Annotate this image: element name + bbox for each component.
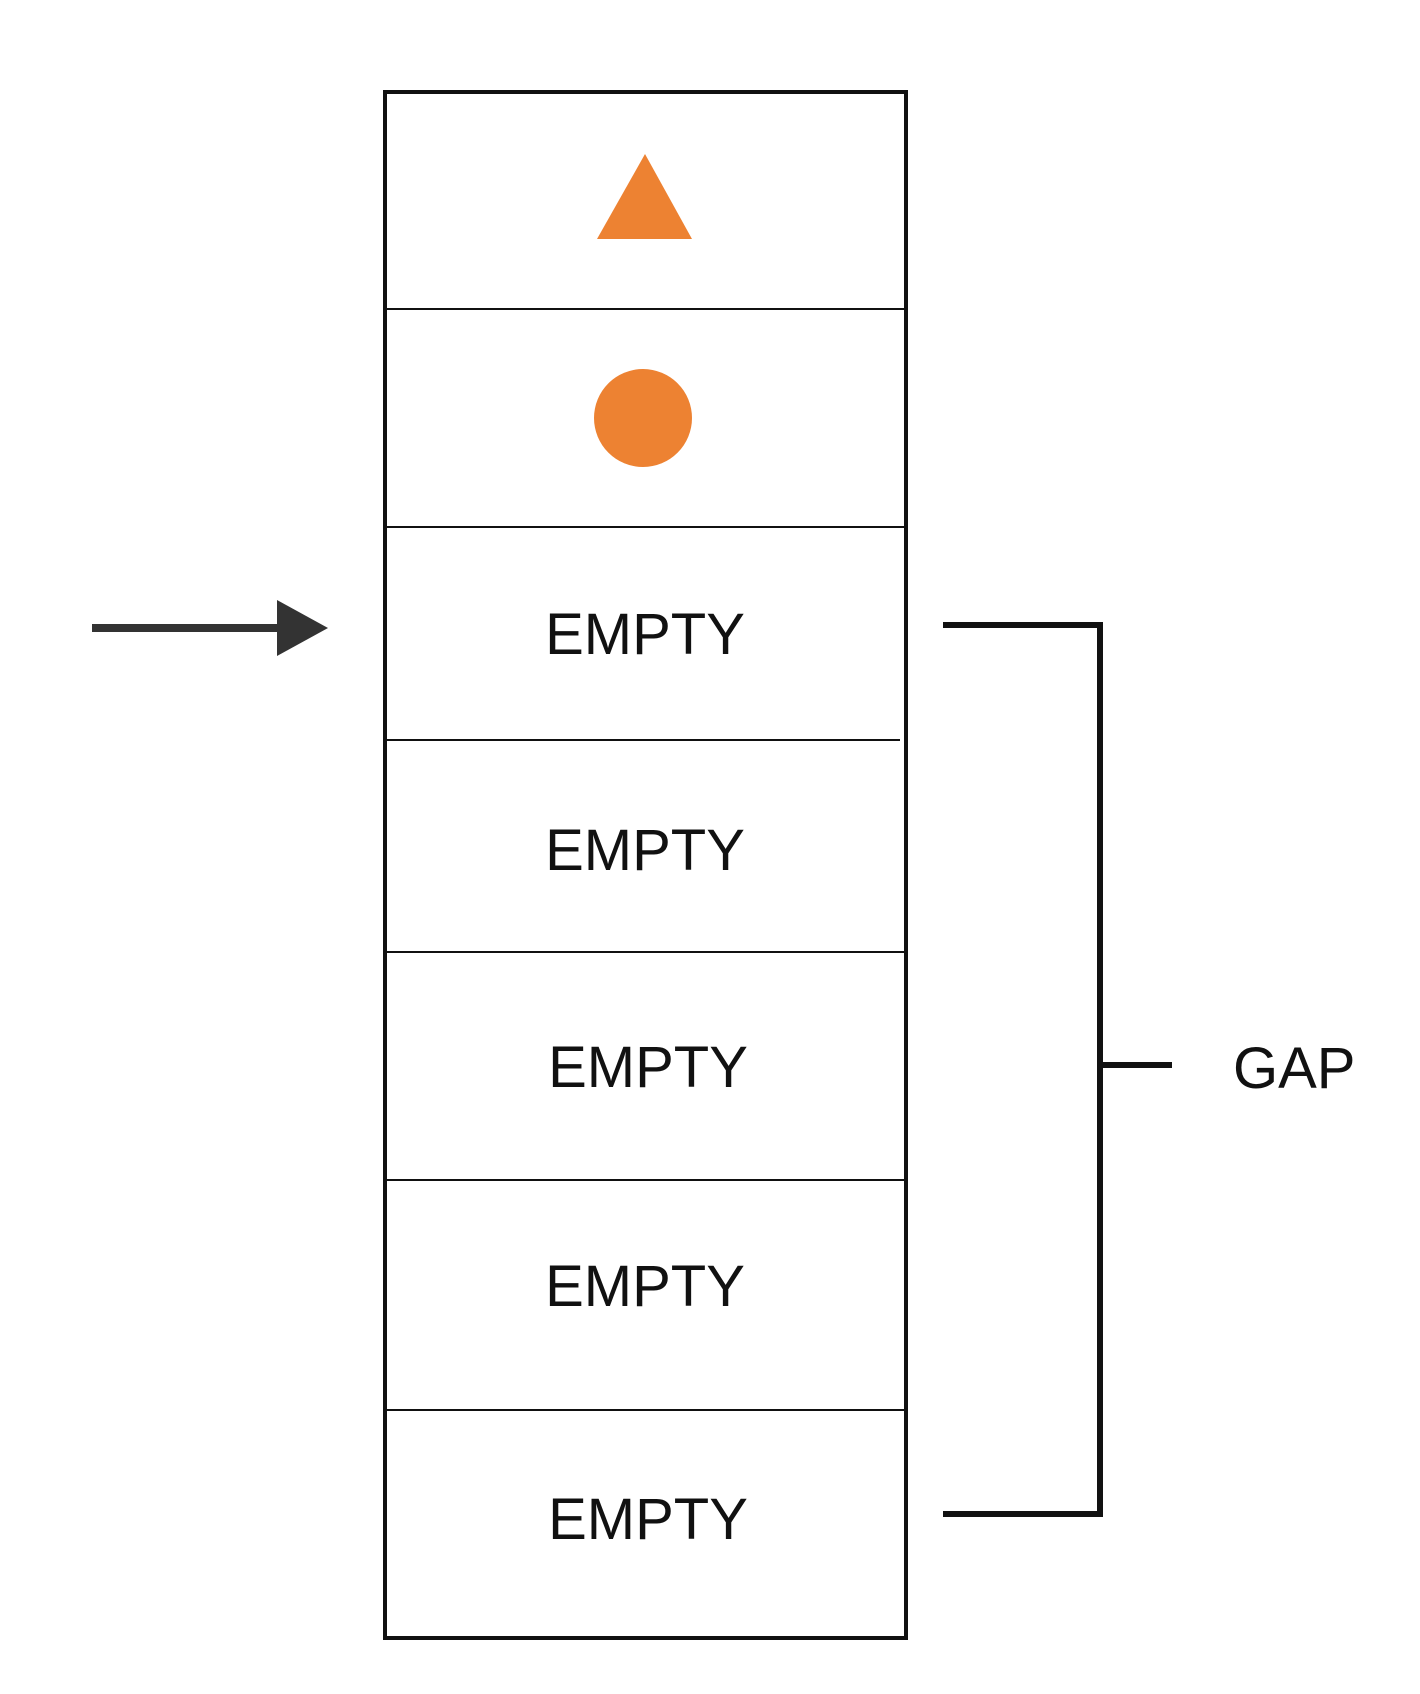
triangle-icon (597, 154, 692, 239)
cell-label-empty-4: EMPTY (545, 1254, 745, 1319)
gap-label: GAP (1233, 1036, 1356, 1101)
cell-label-empty-5: EMPTY (548, 1487, 748, 1552)
circle-icon (594, 369, 692, 467)
cell-label-empty-1: EMPTY (545, 602, 745, 667)
cell-label-empty-2: EMPTY (545, 818, 745, 883)
cell-dividers (387, 308, 904, 1411)
stack-frame (383, 90, 908, 1640)
cell-label-empty-3: EMPTY (548, 1035, 748, 1100)
arrow-right-icon (92, 600, 328, 656)
gap-bracket (943, 622, 1172, 1517)
